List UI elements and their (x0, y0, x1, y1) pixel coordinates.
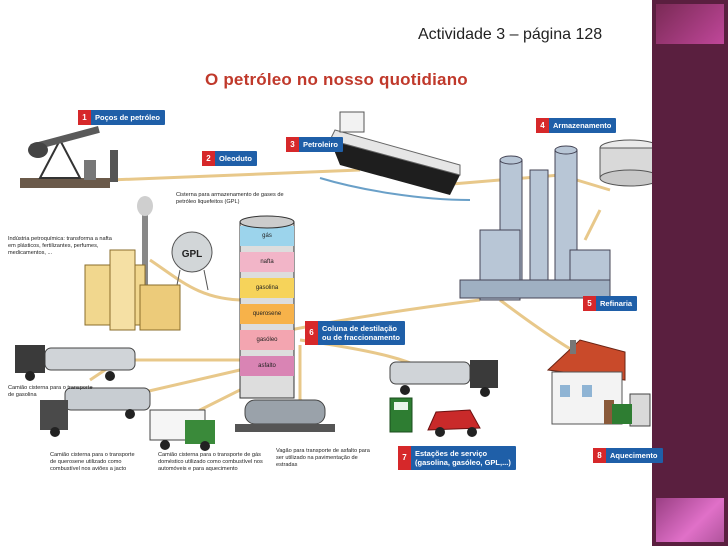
callout-label-line1: Estações de serviço (415, 449, 488, 458)
note-gasoline-truck: Camião cisterna para o transporte de gas… (8, 385, 93, 398)
callout-oil-wells: 1 Poços de petróleo (78, 110, 166, 125)
distillation-column (239, 215, 295, 399)
tier-gasoline: gasolina (255, 285, 279, 291)
callout-number: 5 (583, 296, 596, 311)
tier-asphalt: asfalto (258, 363, 276, 369)
callout-number: 3 (286, 137, 299, 152)
house (546, 339, 626, 425)
gpl-label: GPL (182, 249, 203, 260)
petrochemical-plant (84, 196, 181, 331)
callout-number: 8 (593, 448, 606, 463)
callout-number: 7 (398, 446, 411, 470)
callout-label: Poços de petróleo (95, 113, 161, 122)
note-petrochemical: Indústria petroquímica: transforma a naf… (8, 236, 112, 256)
storage-tank (599, 139, 652, 187)
callout-number: 1 (78, 110, 91, 125)
note-gpl-tank: Cisterna para armazenamento de gases de … (176, 192, 284, 205)
callout-number: 2 (202, 151, 215, 166)
diagram-title: O petróleo no nosso quotidiano (205, 70, 468, 89)
callout-label-line1: Coluna de destilação (322, 324, 398, 333)
gasoline-truck (15, 345, 136, 381)
tier-gas: gás (262, 233, 272, 239)
heating-truck (612, 393, 651, 427)
refinery (459, 145, 611, 301)
tier-kerosene: querosene (252, 311, 282, 317)
asphalt-wagon (235, 399, 335, 432)
red-car (427, 409, 481, 437)
callout-storage: 4 Armazenamento (536, 118, 617, 133)
note-kerosene-truck: Camião cisterna para o transporte de que… (50, 452, 135, 472)
callout-label: Refinaria (600, 299, 633, 308)
callout-distillation-column: 6 Coluna de destilação ou de fraccioname… (305, 321, 405, 345)
callout-label-line2: ou de fraccionamento (322, 333, 400, 342)
callout-tanker: 3 Petroleiro (286, 137, 344, 152)
callout-refinery: 5 Refinaria (583, 296, 638, 311)
callout-number: 4 (536, 118, 549, 133)
callout-label: Aquecimento (610, 451, 658, 460)
service-station-truck (389, 360, 498, 397)
kerosene-truck (40, 387, 151, 437)
callout-label: Petroleiro (303, 140, 339, 149)
accent-band (652, 0, 728, 546)
accent-tile-top (656, 4, 724, 44)
tier-naphtha: nafta (260, 259, 274, 265)
callout-service-stations: 7 Estações de serviço (gasolina, gasóleo… (398, 446, 516, 470)
callout-number: 6 (305, 321, 318, 345)
accent-tile-bottom (656, 498, 724, 542)
callout-label-line2: (gasolina, gasóleo, GPL,...) (415, 458, 511, 467)
tier-diesel: gasóleo (256, 337, 278, 343)
callout-label: Armazenamento (553, 121, 612, 130)
tanker-ship (319, 111, 471, 201)
pumpjack (20, 126, 118, 188)
fuel-pump (389, 397, 413, 433)
callout-heating: 8 Aquecimento (593, 448, 663, 463)
slide-heading: Actividade 3 – página 128 (418, 26, 603, 43)
note-asphalt-wagon: Vagão para transporte de asfalto para se… (276, 448, 370, 468)
petroleum-illustration: GPL (15, 111, 652, 451)
callout-pipeline: 2 Oleoduto (202, 151, 257, 166)
note-gas-truck: Camião cisterna para o transporte de gás… (158, 452, 263, 472)
gpl-sphere: GPL (171, 231, 213, 291)
callout-label: Oleoduto (219, 154, 252, 163)
gas-truck (149, 409, 215, 451)
